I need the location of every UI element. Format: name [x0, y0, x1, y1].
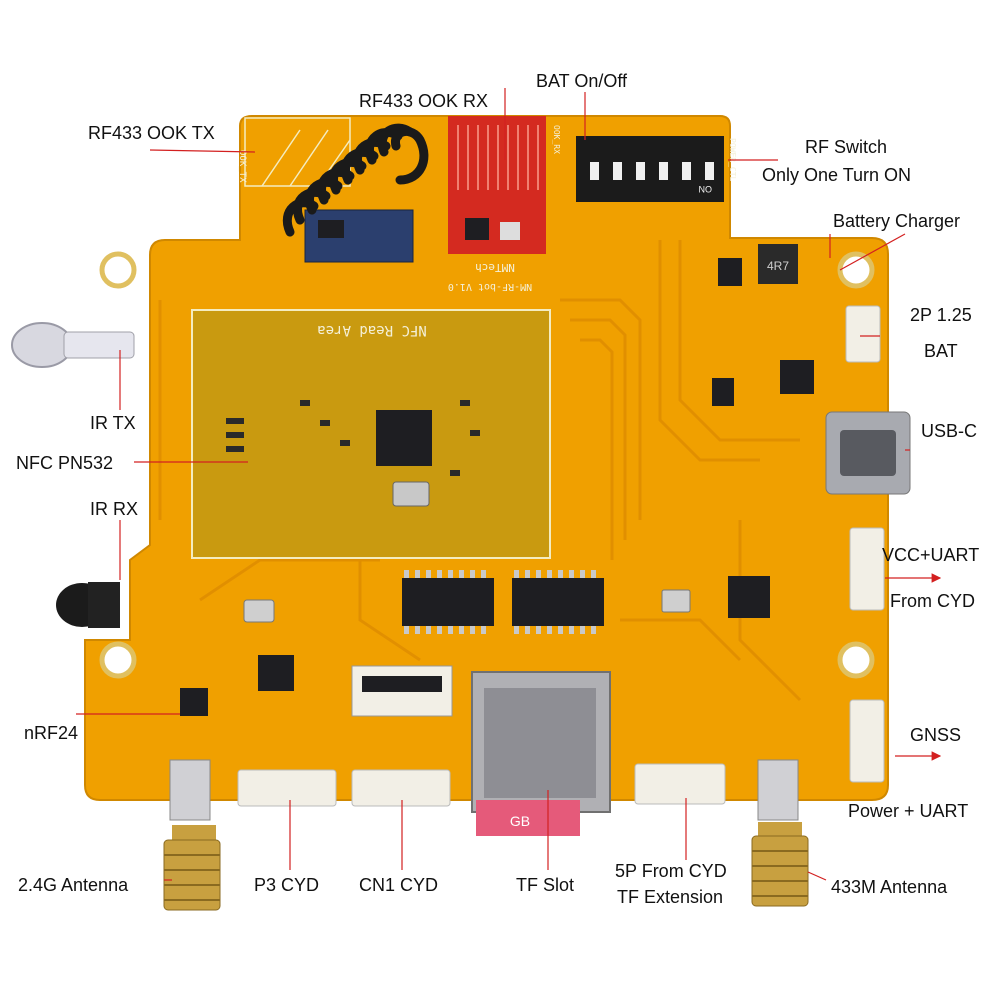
- label-nrf24: nRF24: [24, 723, 79, 743]
- label-vcc-uart: VCC+UART: [882, 545, 980, 565]
- label-433m-antenna: 433M Antenna: [831, 877, 948, 897]
- bat-connector: [845, 305, 881, 363]
- label-ir-tx: IR TX: [90, 413, 136, 433]
- label-ir-rx: IR RX: [90, 499, 139, 519]
- brand-silkscreen: NMTech: [475, 261, 515, 274]
- uart-bridge-chip: [728, 576, 770, 618]
- label-gnss: GNSS: [910, 725, 962, 745]
- label-rf-switch-note: Only One Turn ON: [762, 165, 912, 185]
- nfc-area-silkscreen: NFC Read Area: [317, 322, 427, 338]
- sd-card-marking: GB: [510, 813, 530, 829]
- label-tf-extension: TF Extension: [617, 887, 724, 907]
- version-silkscreen: NM-RF-bot V1.0: [448, 281, 532, 292]
- label-gnss-power-uart: Power + UART: [848, 801, 969, 821]
- p3-connector: [237, 769, 337, 807]
- small-chip-near-tf: [661, 589, 691, 613]
- cn1-connector: [351, 769, 451, 807]
- coil-antenna: [282, 123, 429, 237]
- charger-components: 4R7: [712, 244, 814, 406]
- label-24g-antenna: 2.4G Antenna: [18, 875, 129, 895]
- label-5p-from-cyd: 5P From CYD: [615, 861, 727, 881]
- label-rf433-ook-rx: RF433 OOK RX: [359, 91, 489, 111]
- ook-rx-silkscreen: OOK_RX: [552, 125, 561, 154]
- tf-card-slot: GB: [471, 671, 611, 836]
- ir-rx-receiver: [56, 582, 120, 628]
- nrf24-components: [180, 599, 294, 716]
- nfc-read-area: NFC Read Area: [191, 309, 551, 559]
- antenna-433m: [751, 759, 809, 907]
- ook-tx-silkscreen: OOK_TX: [237, 150, 247, 183]
- label-vcc-from-cyd: From CYD: [890, 591, 975, 611]
- label-tf-slot: TF Slot: [516, 875, 575, 895]
- label-nfc-pn532: NFC PN532: [16, 453, 114, 473]
- ir-tx-led: [11, 322, 135, 368]
- pcb-traces: [158, 240, 802, 702]
- label-rf433-ook-tx: RF433 OOK TX: [88, 123, 215, 143]
- gnss-connector: [849, 699, 885, 783]
- vcc-uart-connector: [849, 527, 885, 611]
- ook-rx-module: OOK_RX: [448, 116, 561, 254]
- label-battery-charger: Battery Charger: [833, 211, 961, 231]
- label-usb-c: USB-C: [921, 421, 978, 441]
- dip-on-silkscreen: ON: [699, 184, 713, 194]
- label-bat-2p-size: 2P 1.25: [910, 305, 972, 325]
- usbc-port: [825, 411, 911, 495]
- pn532-chip: [376, 410, 432, 466]
- nfc-passives: [226, 400, 480, 476]
- mux-chips: [402, 570, 604, 634]
- leader-lines: [76, 88, 942, 881]
- crystal: [392, 481, 430, 507]
- label-bat-onoff: BAT On/Off: [536, 71, 628, 91]
- antenna-24g: [163, 759, 221, 911]
- inductor-marking: 4R7: [767, 259, 789, 273]
- label-p3-cyd: P3 CYD: [254, 875, 320, 895]
- fpc-latch: [362, 676, 442, 692]
- label-cn1-cyd: CN1 CYD: [359, 875, 439, 895]
- dip-switch: ON POWER_CTL: [576, 136, 737, 202]
- label-rf-switch: RF Switch: [805, 137, 888, 157]
- ext-5p-connector: [634, 763, 726, 805]
- label-bat-2p: BAT: [924, 341, 958, 361]
